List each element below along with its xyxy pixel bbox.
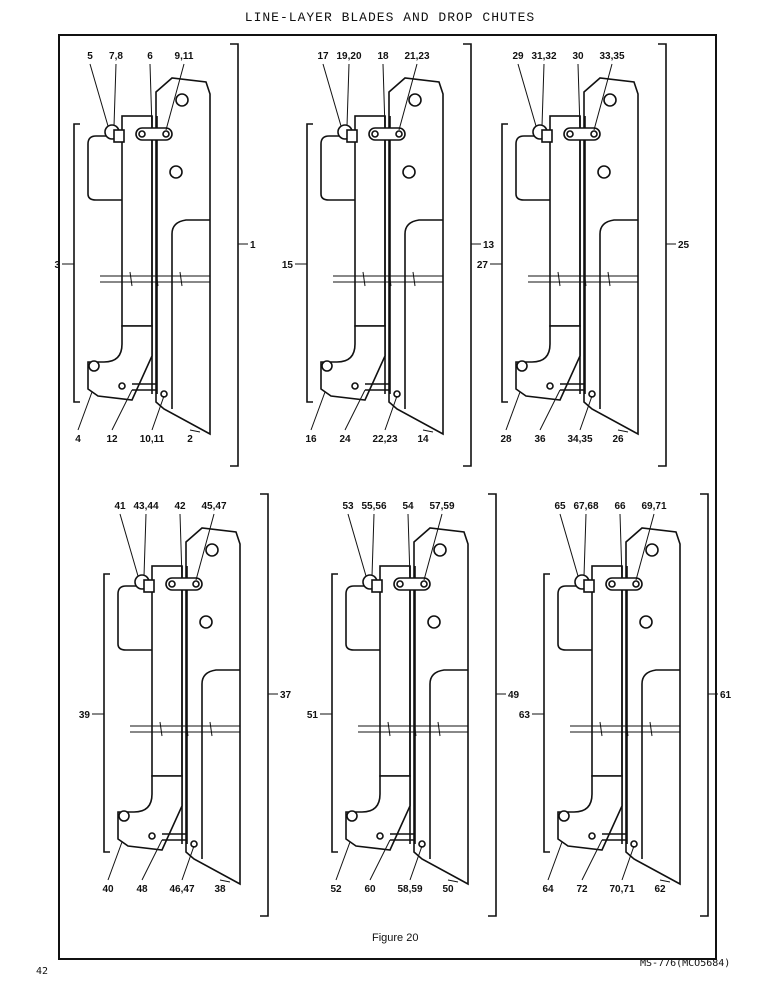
callout-bottom: 60 [364,884,376,895]
callout-bottom: 34,35 [567,434,592,445]
callout-top: 9,11 [175,51,194,62]
callout-bottom: 50 [442,884,454,895]
callout-bottom: 4 [75,434,81,445]
callout-bottom: 36 [534,434,546,445]
callout-bottom: 64 [542,884,554,895]
callout-top: 30 [572,51,584,62]
callout-left-bracket: 27 [477,260,489,271]
callout-bottom: 72 [576,884,588,895]
callout-bottom: 58,59 [397,884,422,895]
callout-top: 29 [512,51,524,62]
callout-left-bracket: 63 [519,710,531,721]
callout-bottom: 70,71 [609,884,634,895]
callout-right-bracket: 61 [720,690,732,701]
callout-top: 55,56 [361,501,386,512]
callout-right-bracket: 13 [483,240,495,251]
callout-top: 65 [554,501,566,512]
callout-top: 18 [377,51,389,62]
callout-bottom: 46,47 [169,884,194,895]
callout-top: 69,71 [641,501,666,512]
callout-bottom: 22,23 [372,434,397,445]
blade-assembly: 5 7,8 6 9,11 4 12 10,11 2 3 1 [54,43,256,467]
callout-bottom: 2 [187,434,193,445]
callout-left-bracket: 39 [79,710,91,721]
callout-top: 67,68 [573,501,598,512]
page-number: 42 [36,966,49,977]
blade-assembly: 53 55,56 54 57,59 52 60 58,59 50 51 49 [307,493,520,917]
callout-top: 66 [614,501,626,512]
callout-top: 57,59 [429,501,454,512]
callout-right-bracket: 25 [678,240,690,251]
callout-top: 54 [402,501,414,512]
callout-left-bracket: 3 [54,260,60,271]
callout-bottom: 38 [214,884,226,895]
callout-bottom: 24 [339,434,351,445]
blade-assembly: 17 19,20 18 21,23 16 24 22,23 14 15 13 [282,43,495,467]
callout-bottom: 26 [612,434,624,445]
callout-top: 41 [114,501,126,512]
callout-bottom: 62 [654,884,666,895]
blade-assembly: 41 43,44 42 45,47 40 48 46,47 38 39 37 [79,493,292,917]
callout-top: 45,47 [201,501,226,512]
callout-bottom: 16 [305,434,317,445]
callout-bottom: 48 [136,884,148,895]
callout-bottom: 14 [417,434,429,445]
callout-top: 31,32 [531,51,556,62]
callout-bottom: 28 [500,434,512,445]
callout-top: 43,44 [133,501,158,512]
callout-right-bracket: 1 [250,240,256,251]
callout-right-bracket: 49 [508,690,520,701]
callout-top: 6 [147,51,153,62]
page-title: LINE-LAYER BLADES AND DROP CHUTES [244,10,536,25]
callout-top: 17 [317,51,329,62]
blade-assembly: 65 67,68 66 69,71 64 72 70,71 62 63 61 [519,493,732,917]
callout-top: 21,23 [404,51,429,62]
callout-top: 42 [174,501,186,512]
callout-top: 7,8 [109,51,123,62]
callout-bottom: 10,11 [140,434,165,445]
callout-bottom: 12 [106,434,118,445]
callout-top: 19,20 [336,51,361,62]
callout-top: 5 [87,51,93,62]
callout-left-bracket: 51 [307,710,319,721]
callout-top: 53 [342,501,354,512]
figure-frame [58,34,717,960]
callout-top: 33,35 [599,51,624,62]
callout-bottom: 52 [330,884,342,895]
blade-assembly: 29 31,32 30 33,35 28 36 34,35 26 27 25 [477,43,690,467]
callout-left-bracket: 15 [282,260,294,271]
callout-right-bracket: 37 [280,690,292,701]
callout-bottom: 40 [102,884,114,895]
document-code: MS-776(MCO5684) [640,958,731,969]
figure-caption: Figure 20 [372,932,419,944]
